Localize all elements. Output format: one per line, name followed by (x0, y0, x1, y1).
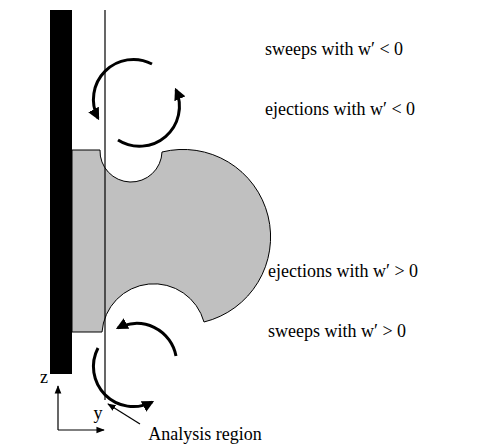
flow-label: ejections with w′ < 0 (265, 99, 415, 121)
leader-arrow (108, 404, 140, 424)
z-axis (57, 386, 58, 430)
wall (50, 10, 72, 374)
flow-label: ejections with w′ > 0 (268, 261, 418, 283)
analysis-line (104, 10, 105, 400)
curved-arrow (93, 59, 152, 118)
region-label: Analysis region (148, 424, 261, 446)
axis-label: y (94, 403, 103, 425)
curved-arrow (118, 323, 176, 356)
y-axis (58, 429, 104, 430)
flow-label: sweeps with w′ < 0 (265, 39, 403, 61)
axis-label: z (40, 367, 48, 389)
fluid-blob (72, 149, 271, 332)
flow-label: sweeps with w′ > 0 (268, 321, 406, 343)
curved-arrow (93, 348, 152, 407)
curved-arrow (118, 90, 179, 146)
